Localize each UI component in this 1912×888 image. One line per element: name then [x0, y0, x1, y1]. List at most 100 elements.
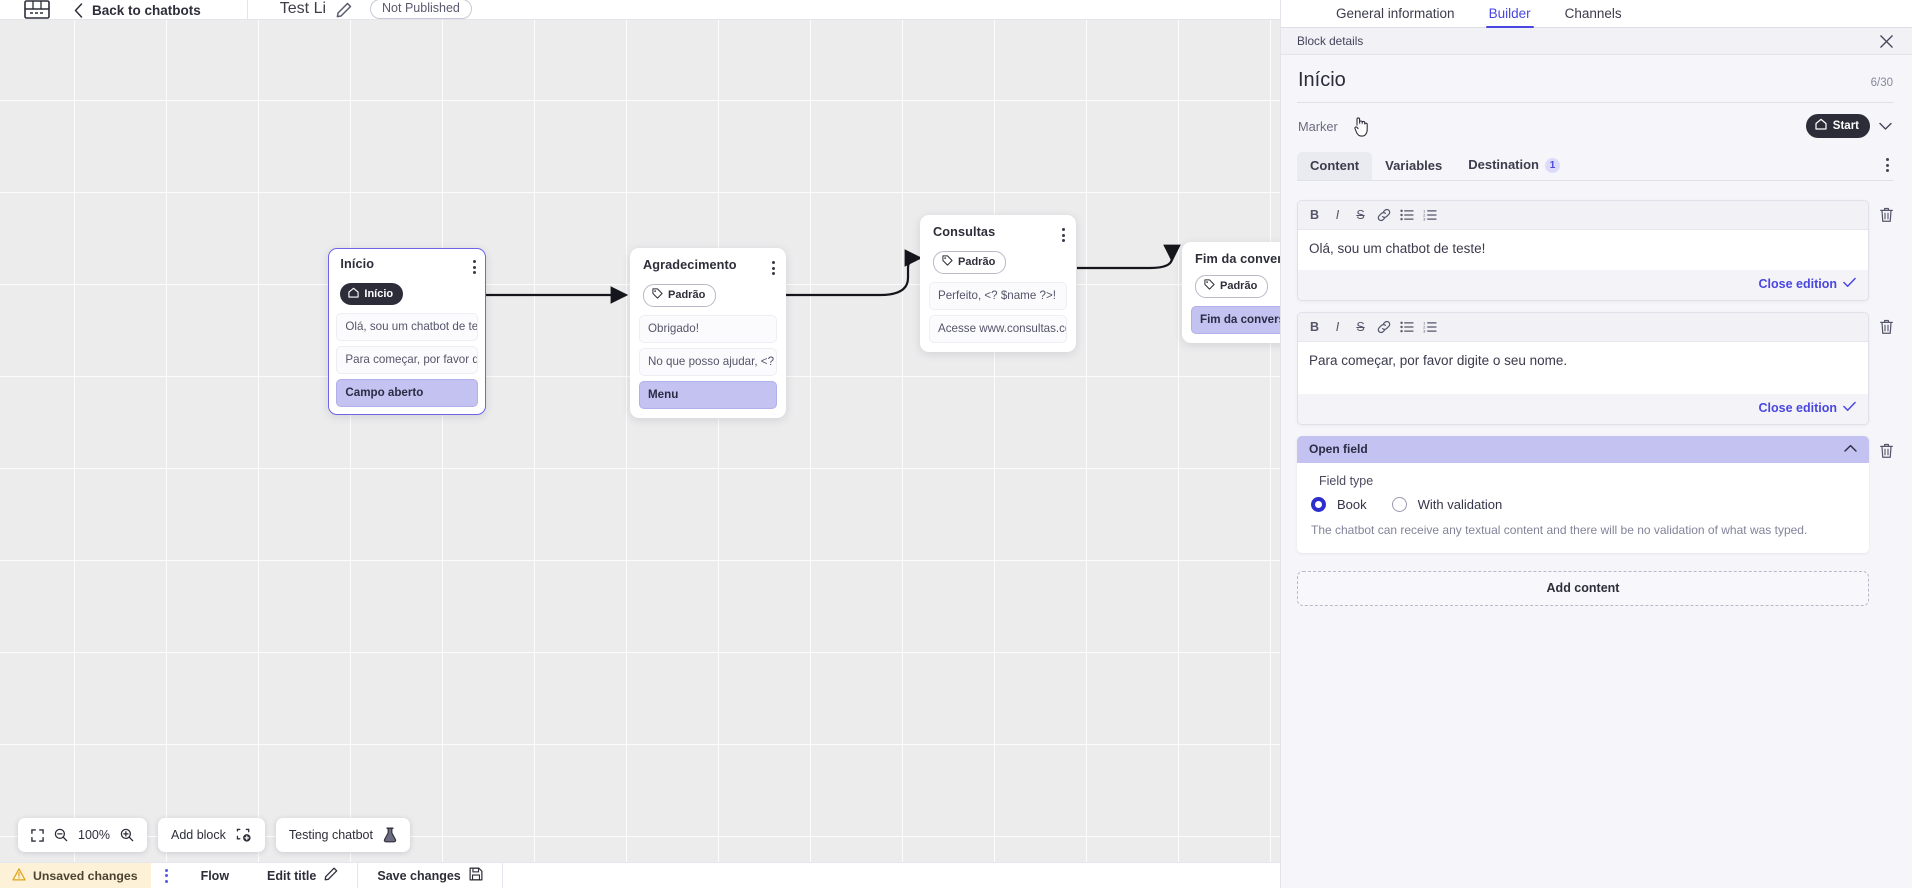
save-changes-button[interactable]: Save changes: [358, 867, 501, 884]
close-icon[interactable]: [1879, 34, 1894, 49]
tab-builder[interactable]: Builder: [1472, 6, 1548, 28]
svg-text:3: 3: [1423, 217, 1426, 221]
zoom-in-icon[interactable]: [120, 828, 134, 842]
testing-chatbot-button[interactable]: Testing chatbot: [275, 818, 410, 852]
tab-content[interactable]: Content: [1297, 151, 1373, 180]
link-icon[interactable]: [1372, 205, 1395, 225]
bullet-list-icon[interactable]: [1395, 317, 1418, 337]
editor-text[interactable]: Para começar, por favor digite o seu nom…: [1298, 341, 1868, 394]
editor-text[interactable]: Olá, sou um chatbot de teste!: [1298, 230, 1868, 270]
add-content-button[interactable]: Add content: [1297, 570, 1869, 606]
panel-tab-bar: General information Builder Channels: [1281, 0, 1912, 28]
marker-value-pill: Start: [1805, 114, 1870, 138]
italic-icon[interactable]: I: [1335, 208, 1340, 223]
marker-select[interactable]: Start: [1805, 114, 1892, 138]
block-details-panel: General information Builder Channels Blo…: [1280, 0, 1912, 888]
tab-channels[interactable]: Channels: [1564, 6, 1622, 21]
radio-book-label: Book: [1337, 496, 1367, 512]
block-row[interactable]: Perfeito, <? $name ?>!: [929, 281, 1067, 310]
flow-block-inicio[interactable]: Início Início Olá, sou um chatbot de tes…: [328, 248, 486, 416]
tab-general-information[interactable]: General information: [1336, 6, 1455, 21]
testing-chatbot-label: Testing chatbot: [288, 828, 373, 842]
trash-icon[interactable]: [1879, 312, 1894, 335]
chatbot-logo-icon[interactable]: [0, 0, 74, 19]
tab-destination-label: Destination: [1468, 157, 1540, 172]
block-menu-kebab-icon[interactable]: [472, 257, 476, 275]
add-block-label: Add block: [170, 828, 226, 842]
radio-with-validation[interactable]: [1391, 496, 1407, 512]
block-header: Agradecimento: [639, 258, 777, 275]
status-divider: [501, 862, 503, 888]
zoom-out-icon[interactable]: [54, 828, 68, 842]
block-menu-kebab-icon[interactable]: [1062, 225, 1065, 242]
flow-block-consultas[interactable]: Consultas Padrão Perfeito, <? $name ?>! …: [920, 215, 1076, 352]
bot-title: Test Li: [279, 0, 327, 17]
flow-button[interactable]: Flow: [182, 869, 248, 883]
kebab-menu-icon[interactable]: [151, 868, 182, 883]
pencil-icon[interactable]: [336, 2, 352, 18]
flow-canvas[interactable]: Início Início Olá, sou um chatbot de tes…: [0, 20, 1280, 888]
block-row[interactable]: Obrigado!: [639, 314, 777, 343]
bullet-list-icon[interactable]: [1395, 205, 1418, 225]
block-row[interactable]: Olá, sou um chatbot de teste!: [336, 312, 478, 341]
tab-destination[interactable]: Destination 1: [1455, 151, 1573, 180]
block-row[interactable]: Campo aberto: [336, 378, 478, 407]
block-menu-kebab-icon[interactable]: [772, 258, 775, 275]
block-row[interactable]: Para começar, por favor digite o ...: [336, 345, 478, 374]
block-row[interactable]: Acesse www.consultas.com par...: [929, 314, 1067, 343]
flask-icon: [383, 827, 397, 843]
content-tab-bar: Content Variables Destination 1: [1297, 138, 1894, 180]
editor-footer: Close edition: [1298, 269, 1868, 300]
link-icon[interactable]: [1372, 317, 1395, 337]
bold-icon[interactable]: B: [1309, 208, 1320, 223]
panel-subheader: Block details: [1281, 28, 1912, 55]
strikethrough-icon[interactable]: S: [1356, 208, 1365, 223]
block-tag-label: Início: [364, 287, 394, 300]
canvas-toolbar: 100% Add block Testing chatbot: [18, 818, 410, 852]
unsaved-changes-label: Unsaved changes: [33, 868, 138, 883]
flow-label: Flow: [200, 868, 230, 883]
chevron-up-icon: [1844, 442, 1857, 456]
trash-icon[interactable]: [1879, 200, 1894, 223]
status-badge: Not Published: [370, 0, 472, 19]
open-field-title: Open field: [1309, 441, 1368, 456]
open-field-header[interactable]: Open field: [1297, 435, 1869, 463]
radio-book[interactable]: [1311, 496, 1326, 512]
strikethrough-icon[interactable]: S: [1356, 319, 1365, 334]
block-tag-default: Padrão: [643, 284, 717, 307]
home-icon: [348, 287, 360, 301]
flow-block-fim-da-conversa[interactable]: Fim da conversa Padrão Fim da conversa: [1182, 242, 1280, 343]
italic-icon[interactable]: I: [1335, 319, 1340, 334]
flow-block-agradecimento[interactable]: Agradecimento Padrão Obrigado! No que po…: [630, 248, 786, 418]
tab-variables[interactable]: Variables: [1385, 157, 1443, 173]
bold-icon[interactable]: B: [1309, 319, 1320, 334]
add-block-icon: [236, 828, 252, 843]
destination-badge: 1: [1545, 158, 1561, 174]
close-edition-button[interactable]: Close edition: [1759, 401, 1856, 415]
block-row[interactable]: Menu: [639, 380, 777, 409]
back-to-chatbots-button[interactable]: Back to chatbots: [74, 0, 201, 19]
block-title: Agradecimento: [643, 258, 737, 272]
check-icon: [1843, 401, 1856, 415]
block-row[interactable]: No que posso ajudar, <? $name ...: [639, 347, 777, 376]
add-block-button[interactable]: Add block: [157, 818, 265, 852]
block-title: Início: [340, 257, 375, 272]
edit-title-button[interactable]: Edit title: [248, 867, 357, 884]
char-counter: 6/30: [1870, 77, 1893, 89]
status-bar: Unsaved changes Flow Edit title Save cha…: [0, 862, 1280, 888]
kebab-menu-icon[interactable]: [1883, 151, 1892, 179]
warning-triangle-icon: [12, 867, 26, 884]
block-title: Fim da conversa: [1195, 252, 1280, 266]
fit-screen-icon[interactable]: [31, 828, 44, 842]
block-row[interactable]: Fim da conversa: [1191, 305, 1280, 334]
close-edition-button[interactable]: Close edition: [1759, 277, 1856, 291]
block-tag-label: Padrão: [958, 256, 996, 268]
trash-icon[interactable]: [1879, 436, 1894, 459]
